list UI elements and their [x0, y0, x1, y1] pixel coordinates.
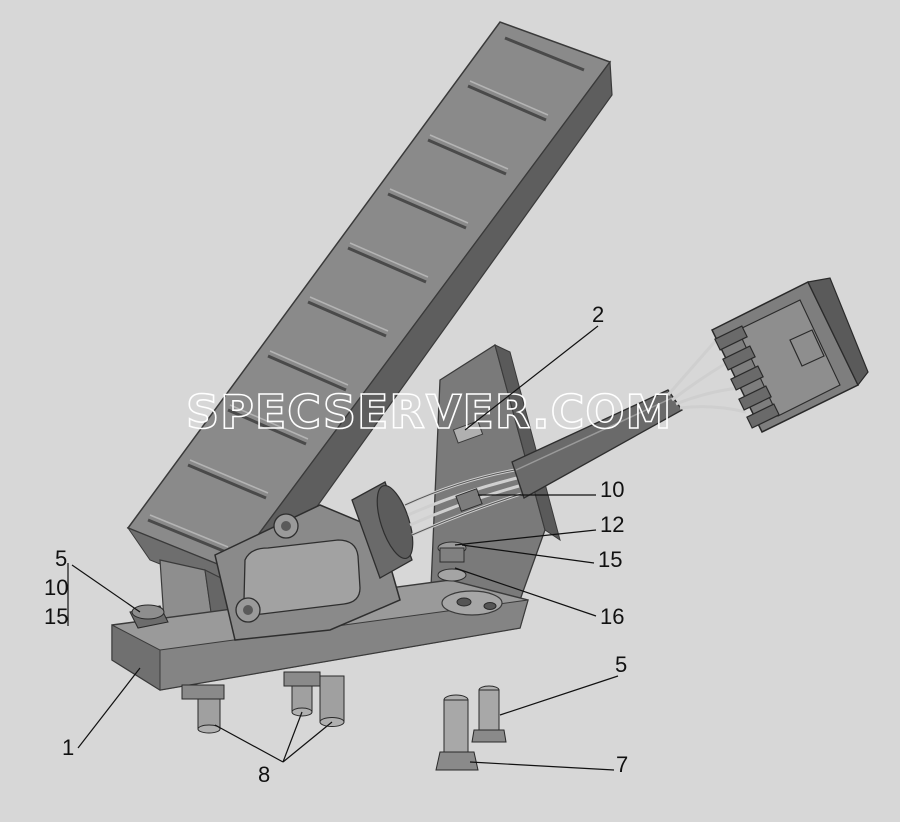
callout-labels: 2 10 12 15 16 5 7 8 1 5 10 15	[44, 302, 628, 787]
callout-16: 16	[600, 604, 624, 629]
cable-harness	[404, 337, 747, 537]
callout-stack-15: 15	[44, 604, 68, 629]
pedal-rib-highlights	[149, 80, 549, 548]
callout-7: 7	[616, 752, 628, 777]
callout-15: 15	[598, 547, 622, 572]
callout-10: 10	[600, 477, 624, 502]
leader-lines	[67, 325, 619, 771]
callout-5-right: 5	[615, 652, 627, 677]
loose-bolt-5	[471, 685, 507, 743]
washer-bolt-group	[437, 541, 467, 582]
callout-2: 2	[592, 302, 604, 327]
callout-1: 1	[62, 735, 74, 760]
pedal-ribs	[147, 36, 585, 554]
sensor-body	[214, 481, 414, 641]
electrical-connector	[710, 277, 869, 434]
callout-stack-5: 5	[55, 546, 67, 571]
callout-8: 8	[258, 762, 270, 787]
pedal-plate	[126, 21, 613, 602]
callout-12: 12	[600, 512, 624, 537]
watermark-text: SPECSERVER.COM	[186, 385, 672, 439]
callout-stack-10: 10	[44, 575, 68, 600]
loose-bolt-7	[435, 694, 479, 771]
